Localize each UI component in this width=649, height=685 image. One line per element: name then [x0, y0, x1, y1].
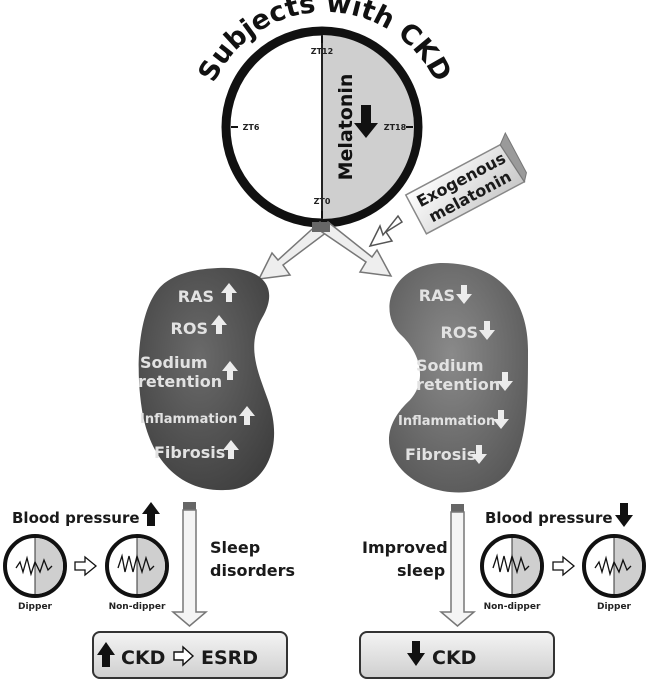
- non-dipper-clock-right: [480, 534, 544, 598]
- right-down-arrow: [438, 504, 477, 627]
- left-dipper-label: Dipper: [18, 602, 53, 612]
- right-retention: retention: [416, 375, 500, 394]
- left-ras: RAS: [178, 287, 214, 306]
- down-arrow-icon: [497, 372, 513, 391]
- right-bp-label: Blood pressure: [485, 509, 613, 527]
- melatonin-down-arrow: [354, 105, 378, 138]
- outcome-ckd-left: CKD: [121, 647, 165, 669]
- right-arrow-icon: [173, 645, 195, 667]
- non-dipper-clock-left: [105, 534, 169, 598]
- down-arrow-icon: [456, 285, 472, 304]
- right-ros: ROS: [441, 323, 478, 342]
- left-outcome-box: CKD ESRD: [92, 631, 288, 679]
- right-non-dipper-label: Non-dipper: [484, 602, 541, 612]
- left-ros: ROS: [171, 319, 208, 338]
- left-inflammation: Inflammation: [140, 412, 237, 427]
- down-arrow-icon: [615, 503, 633, 527]
- left-fibrosis: Fibrosis: [154, 443, 225, 462]
- up-arrow-icon: [142, 502, 160, 526]
- left-bp-label: Blood pressure: [12, 509, 140, 527]
- tick-zt12: ZT12: [311, 47, 333, 56]
- up-arrow-icon: [239, 406, 255, 425]
- left-down-arrow: [170, 502, 209, 627]
- right-ras: RAS: [419, 286, 455, 305]
- left-kidney: RAS ROS Sodium retention Inflammation Fi…: [138, 267, 275, 491]
- up-arrow-icon: [222, 361, 238, 380]
- right-inflammation: Inflammation: [398, 414, 495, 429]
- dipper-clock-left: [3, 534, 67, 598]
- down-arrow-icon: [479, 321, 495, 340]
- tick-zt18: ZT18: [384, 123, 407, 132]
- improved-sleep-line1: Improved: [362, 538, 448, 557]
- up-arrow-icon: [223, 440, 239, 459]
- exogenous-arrow: [368, 214, 404, 248]
- left-retention: retention: [138, 372, 222, 391]
- left-sodium: Sodium: [140, 353, 208, 372]
- outcome-ckd-right: CKD: [432, 647, 476, 669]
- down-arrow-icon: [471, 445, 487, 464]
- down-arrow-icon: [407, 641, 425, 666]
- melatonin-label: Melatonin: [335, 74, 357, 181]
- down-arrow-icon: [493, 410, 509, 429]
- right-kidney: RAS ROS Sodium retention Inflammation Fi…: [388, 262, 528, 493]
- right-dipper-label: Dipper: [597, 602, 632, 612]
- sleep-disorders-line2: disorders: [210, 561, 295, 580]
- right-outcome-box: CKD: [359, 631, 555, 679]
- tick-zt6: ZT6: [243, 123, 260, 132]
- melatonin-clock: ZT12 ZT18 ZT0 ZT6 Melatonin: [221, 26, 423, 228]
- right-arrow-icon: [74, 555, 98, 577]
- improved-sleep-line2: sleep: [397, 561, 445, 580]
- split-arrows: [257, 220, 393, 280]
- right-arrow-icon: [552, 555, 576, 577]
- right-sodium: Sodium: [416, 356, 484, 375]
- tick-zt0: ZT0: [314, 197, 331, 206]
- exogenous-melatonin-box: Exogenous melatonin: [404, 131, 527, 235]
- dipper-clock-right: [582, 534, 646, 598]
- up-arrow-icon: [211, 315, 227, 334]
- right-fibrosis: Fibrosis: [405, 445, 476, 464]
- up-arrow-icon: [97, 642, 115, 667]
- left-non-dipper-label: Non-dipper: [109, 602, 166, 612]
- up-arrow-icon: [221, 283, 237, 302]
- sleep-disorders-line1: Sleep: [210, 538, 260, 557]
- outcome-esrd: ESRD: [201, 647, 258, 669]
